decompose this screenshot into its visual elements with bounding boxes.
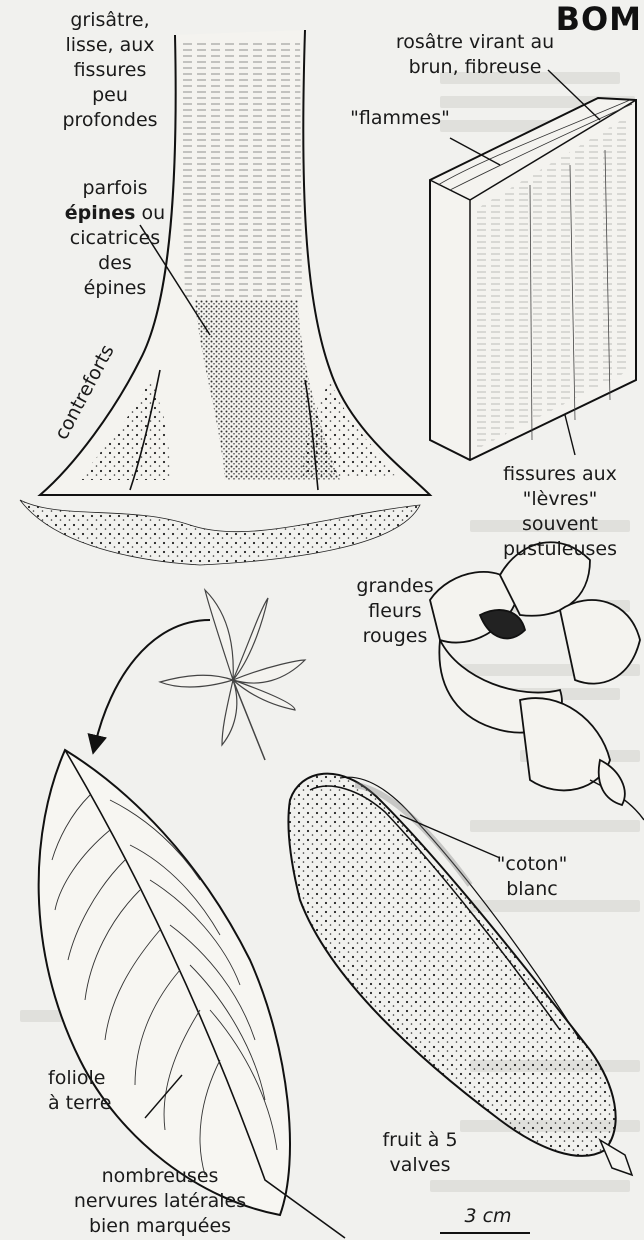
label-fruit: fruit à 5 valves xyxy=(365,1128,475,1178)
label-cotton: "coton" blanc xyxy=(482,852,582,902)
label-veins: nombreuses nervures latérales bien marqu… xyxy=(60,1164,260,1239)
label-spines: parfois épines ou cicatrices des épines xyxy=(50,176,180,301)
fruit-capsule-illustration xyxy=(288,774,632,1175)
label-bark-texture: grisâtre, lisse, aux fissures peu profon… xyxy=(40,8,180,133)
bark-slash-illustration xyxy=(430,70,636,460)
red-flower-illustration xyxy=(430,542,644,820)
palmate-leaf-illustration xyxy=(160,590,305,760)
scale-bar xyxy=(440,1232,530,1234)
label-slash-color: rosâtre virant au brun, fibreuse xyxy=(380,30,570,80)
label-fissures: fissures aux "lèvres" souvent pustuleuse… xyxy=(490,462,630,562)
label-scale: 3 cm xyxy=(448,1204,528,1229)
label-flowers: grandes fleurs rouges xyxy=(340,574,450,649)
label-leaflet: foliole à terre xyxy=(48,1066,158,1116)
label-flames: "flammes" xyxy=(345,106,455,131)
